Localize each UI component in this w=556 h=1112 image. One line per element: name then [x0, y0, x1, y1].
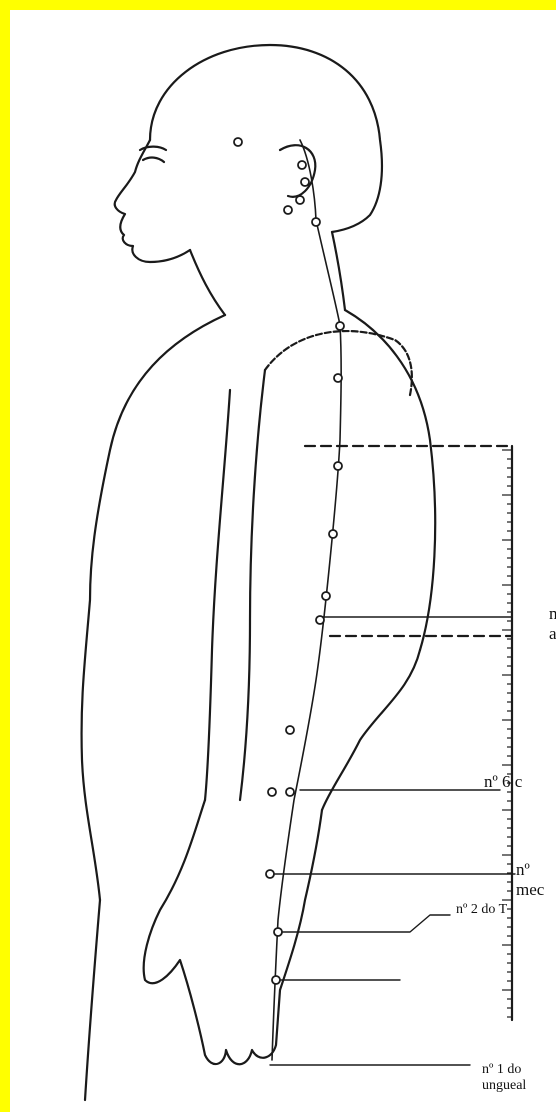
caption-5-line-1: nº 1 do	[482, 1062, 526, 1078]
acupoint	[316, 616, 324, 624]
acupoint	[336, 322, 344, 330]
caption-4: nº 2 do T	[456, 902, 507, 918]
caption-5: nº 1 do ungueal	[482, 1062, 526, 1094]
acupoint	[286, 726, 294, 734]
acupoint	[268, 788, 276, 796]
hip-outline	[85, 900, 100, 1100]
acupoint	[286, 788, 294, 796]
arm-inner	[205, 390, 230, 800]
acupoint	[312, 218, 320, 226]
caption-2-line-1: nº 6 c	[484, 772, 522, 792]
head-outline	[150, 45, 382, 232]
back-outline	[345, 310, 435, 650]
acupoint	[334, 374, 342, 382]
eye	[143, 158, 164, 162]
acupoint	[296, 196, 304, 204]
caption-3-line-2: mec	[516, 880, 544, 900]
caption-2: nº 6 c	[484, 772, 522, 792]
arm-front	[240, 370, 265, 800]
caption-3: nº mec	[516, 860, 544, 899]
acupoint	[272, 976, 280, 984]
acupoint	[274, 928, 282, 936]
acupoint	[234, 138, 242, 146]
acupoint	[322, 592, 330, 600]
ruler-ticks	[502, 450, 512, 1017]
caption-1: n a	[549, 604, 556, 643]
acupoint	[301, 178, 309, 186]
arm-back	[322, 650, 420, 810]
neck-front	[190, 250, 225, 315]
caption-5-line-2: ungueal	[482, 1078, 526, 1094]
chest-outline	[82, 315, 225, 900]
meridian-line	[272, 140, 341, 1060]
acupoint	[284, 206, 292, 214]
acupoint	[266, 870, 274, 878]
shoulder-cap	[265, 331, 412, 395]
caption-1-line-2: a	[549, 624, 556, 644]
caption-4-line-1: nº 2 do T	[456, 902, 507, 918]
pointer-4	[278, 915, 450, 932]
acupoint	[334, 462, 342, 470]
caption-3-line-1: nº	[516, 860, 544, 880]
acupoint	[329, 530, 337, 538]
caption-1-line-1: n	[549, 604, 556, 624]
acupoint	[298, 161, 306, 169]
